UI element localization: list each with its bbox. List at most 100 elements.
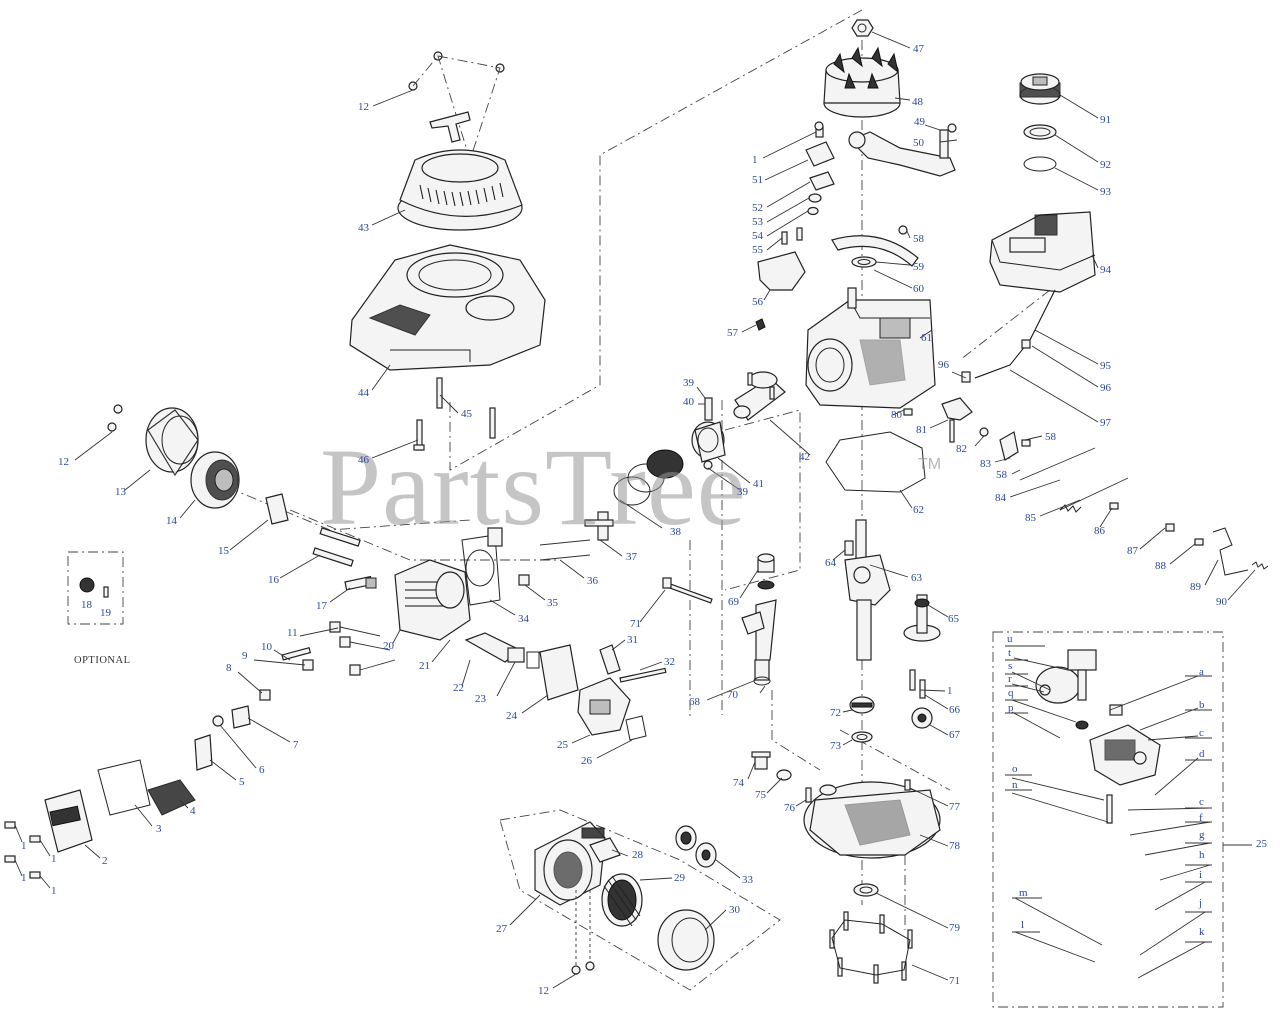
callout-83[interactable]: 83 [980,458,991,470]
callout-28[interactable]: 28 [632,849,643,861]
callout-62[interactable]: 62 [913,504,924,516]
callout-33[interactable]: 33 [742,874,753,886]
callout-81[interactable]: 81 [916,424,927,436]
callout-70[interactable]: 70 [727,689,738,701]
callout-17[interactable]: 17 [316,600,327,612]
callout-24[interactable]: 24 [506,710,517,722]
callout-1-b[interactable]: 1 [51,853,57,865]
callout-55[interactable]: 55 [752,244,763,256]
callout-16[interactable]: 16 [268,574,279,586]
callout-4[interactable]: 4 [190,805,196,817]
callout-10[interactable]: 10 [261,641,272,653]
callout-96-left[interactable]: 96 [938,359,949,371]
callout-18[interactable]: 18 [81,599,92,611]
callout-12-top[interactable]: 12 [358,101,369,113]
callout-77[interactable]: 77 [949,801,960,813]
callout-5[interactable]: 5 [239,776,245,788]
callout-12-bottom[interactable]: 12 [538,985,549,997]
callout-c-bottom[interactable]: c [1199,796,1204,808]
callout-36[interactable]: 36 [587,575,598,587]
callout-p[interactable]: p [1008,702,1014,714]
callout-71-mid[interactable]: 71 [630,618,641,630]
callout-o[interactable]: o [1012,763,1018,775]
callout-14[interactable]: 14 [166,515,177,527]
callout-2[interactable]: 2 [102,855,108,867]
callout-t[interactable]: t [1008,647,1012,659]
callout-76[interactable]: 76 [784,802,795,814]
callout-86[interactable]: 86 [1094,525,1105,537]
callout-84[interactable]: 84 [995,492,1006,504]
callout-d[interactable]: d [1199,748,1205,760]
callout-96-right[interactable]: 96 [1100,382,1111,394]
callout-71-bottom[interactable]: 71 [949,975,960,987]
callout-22[interactable]: 22 [453,682,464,694]
callout-c-top[interactable]: c [1199,727,1204,739]
callout-87[interactable]: 87 [1127,545,1138,557]
callout-88[interactable]: 88 [1155,560,1166,572]
callout-39-bottom[interactable]: 39 [737,486,748,498]
callout-32[interactable]: 32 [664,656,675,668]
callout-1-a[interactable]: 1 [21,840,27,852]
callout-93[interactable]: 93 [1100,186,1111,198]
callout-43[interactable]: 43 [358,222,369,234]
callout-90[interactable]: 90 [1216,596,1227,608]
callout-80[interactable]: 80 [891,409,902,421]
callout-1-mid[interactable]: 1 [947,685,953,697]
callout-48[interactable]: 48 [912,96,923,108]
callout-54[interactable]: 54 [752,230,763,242]
callout-6[interactable]: 6 [259,764,265,776]
callout-25-carb[interactable]: 25 [557,739,568,751]
callout-n[interactable]: n [1012,779,1018,791]
callout-s[interactable]: s [1008,660,1013,672]
callout-r[interactable]: r [1008,673,1012,685]
callout-44[interactable]: 44 [358,387,369,399]
callout-31[interactable]: 31 [627,634,638,646]
callout-15[interactable]: 15 [218,545,229,557]
callout-61[interactable]: 61 [921,332,932,344]
callout-53[interactable]: 53 [752,216,763,228]
callout-74[interactable]: 74 [733,777,744,789]
callout-21[interactable]: 21 [419,660,430,672]
callout-91[interactable]: 91 [1100,114,1111,126]
callout-47[interactable]: 47 [913,43,924,55]
callout-85[interactable]: 85 [1025,512,1036,524]
callout-3[interactable]: 3 [156,823,162,835]
callout-37[interactable]: 37 [626,551,637,563]
callout-57[interactable]: 57 [727,327,738,339]
callout-1-top[interactable]: 1 [752,154,758,166]
callout-38[interactable]: 38 [670,526,681,538]
callout-19[interactable]: 19 [100,607,111,619]
callout-58-top[interactable]: 58 [913,233,924,245]
callout-20[interactable]: 20 [383,640,394,652]
callout-94[interactable]: 94 [1100,264,1111,276]
callout-l[interactable]: l [1021,919,1025,931]
callout-25-kit[interactable]: 25 [1256,838,1267,850]
callout-58-right[interactable]: 58 [1045,431,1056,443]
callout-11[interactable]: 11 [287,627,298,639]
callout-41[interactable]: 41 [753,478,764,490]
callout-46[interactable]: 46 [358,454,369,466]
callout-k[interactable]: k [1199,926,1205,938]
callout-j[interactable]: j [1199,897,1203,909]
callout-59[interactable]: 59 [913,261,924,273]
callout-51[interactable]: 51 [752,174,763,186]
callout-73[interactable]: 73 [830,740,841,752]
callout-72[interactable]: 72 [830,707,841,719]
callout-52[interactable]: 52 [752,202,763,214]
callout-m[interactable]: m [1019,887,1028,899]
callout-8[interactable]: 8 [226,662,232,674]
callout-13[interactable]: 13 [115,486,126,498]
callout-69[interactable]: 69 [728,596,739,608]
callout-78[interactable]: 78 [949,840,960,852]
callout-b[interactable]: b [1199,699,1205,711]
callout-56[interactable]: 56 [752,296,763,308]
callout-82[interactable]: 82 [956,443,967,455]
callout-30[interactable]: 30 [729,904,740,916]
callout-9[interactable]: 9 [242,650,248,662]
callout-40[interactable]: 40 [683,396,694,408]
callout-39-top[interactable]: 39 [683,377,694,389]
callout-68[interactable]: 68 [689,696,700,708]
callout-23[interactable]: 23 [475,693,486,705]
callout-97[interactable]: 97 [1100,417,1111,429]
callout-58-lower[interactable]: 58 [996,469,1007,481]
